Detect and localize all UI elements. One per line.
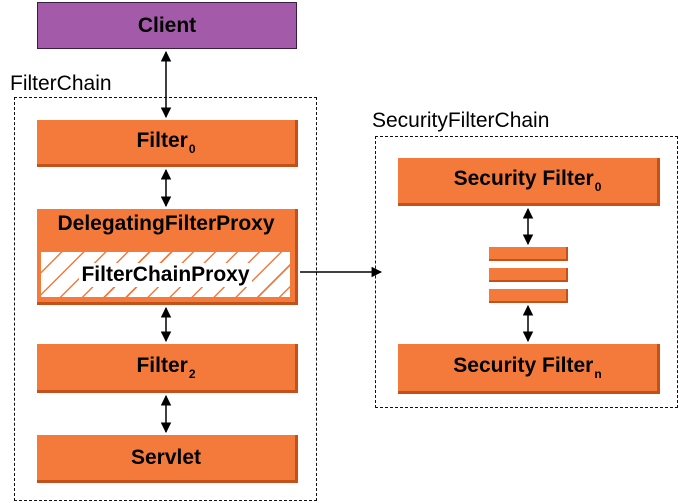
security-filter-0-label: Security Filter0	[453, 167, 602, 194]
servlet-box: Servlet	[37, 435, 298, 483]
security-filter-chain-title: SecurityFilterChain	[372, 109, 550, 132]
filter-stack-bar-1	[489, 247, 568, 261]
filter-2-label: Filter2	[136, 353, 196, 381]
filter-chain-proxy-box: FilterChainProxy	[39, 250, 292, 299]
client-label: Client	[137, 13, 197, 37]
filter-0-subscript: 0	[188, 141, 196, 156]
security-filter-0-subscript: 0	[594, 180, 602, 194]
security-filter-0-box: Security Filter0	[398, 158, 660, 206]
filter-0-box: Filter0	[37, 120, 298, 167]
security-filter-n-label: Security Filtern	[453, 354, 602, 381]
servlet-label: Servlet	[130, 445, 202, 469]
security-filter-n-subscript: n	[594, 367, 602, 381]
filter-stack-bar-2	[489, 268, 568, 282]
client-box: Client	[37, 2, 297, 49]
filter-chain-proxy-label: FilterChainProxy	[79, 262, 252, 287]
filter-0-label: Filter0	[136, 128, 196, 156]
filter-stack-bar-3	[489, 289, 568, 303]
filter-chain-title: FilterChain	[10, 72, 112, 95]
filter-2-box: Filter2	[37, 344, 298, 393]
security-filter-n-box: Security Filtern	[398, 344, 660, 394]
filter-2-subscript: 2	[188, 366, 196, 381]
delegating-filter-proxy-label: DelegatingFilterProxy	[57, 212, 275, 235]
